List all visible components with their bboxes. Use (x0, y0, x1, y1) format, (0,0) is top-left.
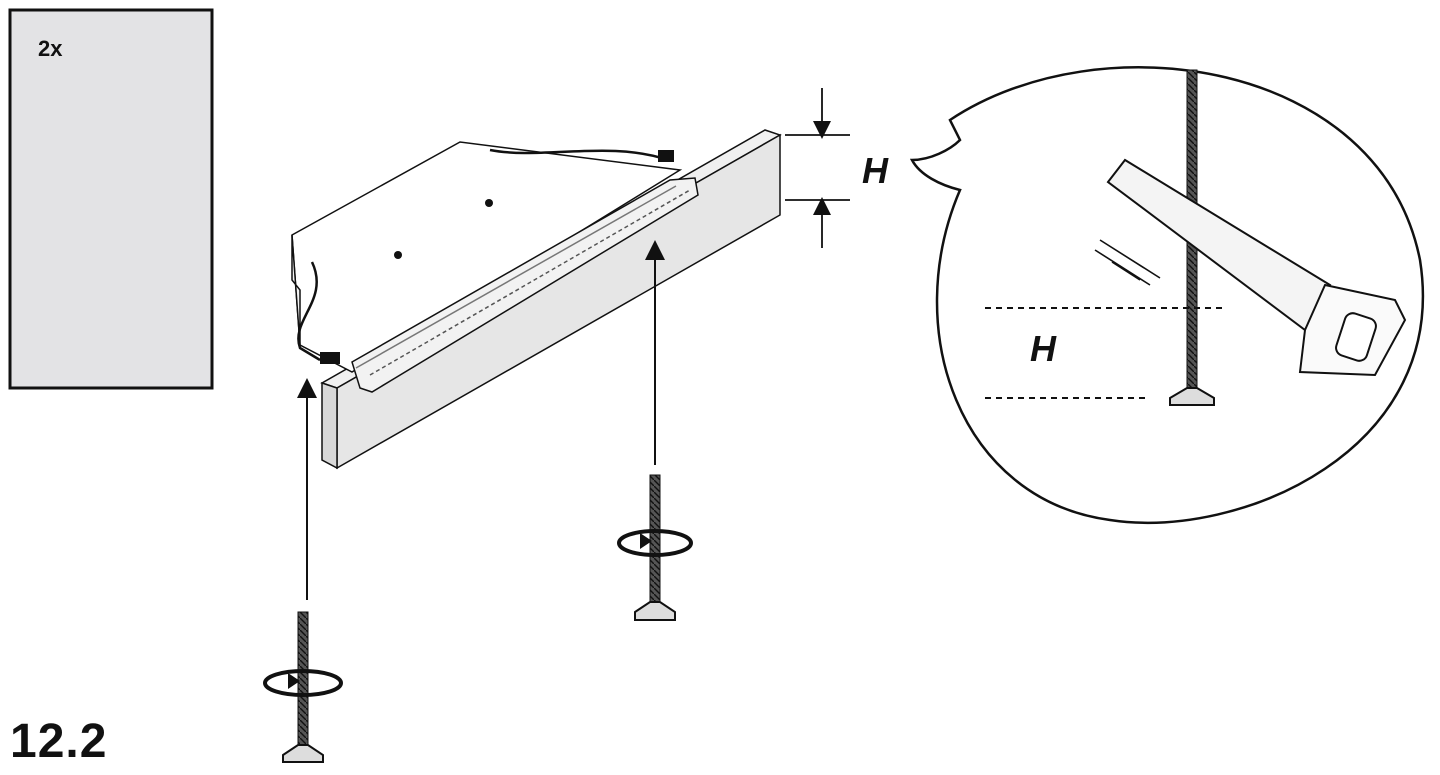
step-number: 12.2 (10, 715, 108, 768)
magnifier-callout (909, 66, 1424, 524)
height-label: H (862, 150, 888, 191)
hand-saw-icon (1094, 158, 1407, 377)
part-card (8, 8, 214, 390)
led-profile (351, 177, 699, 393)
height-dimension (785, 88, 850, 248)
power-cable (297, 148, 669, 362)
threaded-leg-icon (617, 474, 693, 621)
threaded-leg-icon (263, 611, 343, 763)
height-label-detail: H (1030, 328, 1056, 369)
rotation-arrow-icon (617, 529, 693, 557)
quantity-label: 2x (38, 36, 63, 61)
rotation-arrow-icon (263, 669, 343, 697)
